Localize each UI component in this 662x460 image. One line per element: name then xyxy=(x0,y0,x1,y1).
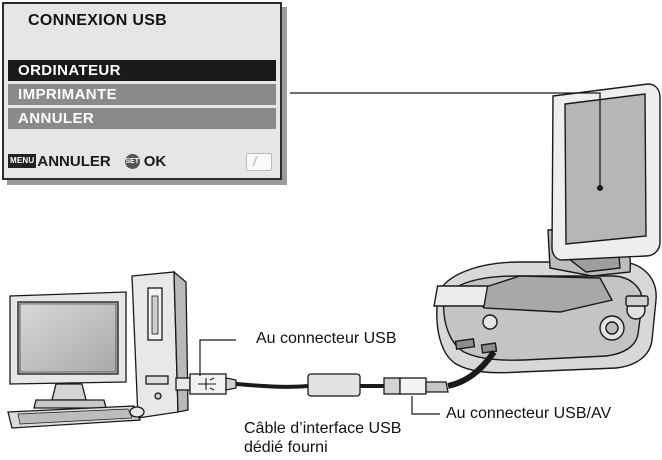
usb-connection-menu: CONNEXION USB ORDINATEUR IMPRIMANTE ANNU… xyxy=(2,2,282,180)
footer-cancel-label[interactable]: ANNULER xyxy=(37,152,111,170)
cable-label-line1: Câble d’interface USB xyxy=(244,420,402,437)
usb-connector-leader xyxy=(199,339,236,376)
menu-item-cancel[interactable]: ANNULER xyxy=(8,108,276,129)
usb-connector-label: Au connecteur USB xyxy=(256,330,397,347)
camcorder xyxy=(433,83,661,374)
usb-av-connector-leader xyxy=(411,396,440,415)
footer-ok-label[interactable]: OK xyxy=(143,152,167,170)
menu-item-printer[interactable]: IMPRIMANTE xyxy=(8,84,276,105)
menu-footer: MENU ANNULER SET OK xyxy=(8,148,276,174)
usb-cable xyxy=(175,350,497,397)
computer xyxy=(7,270,189,429)
menu-title: CONNEXION USB xyxy=(28,12,168,29)
leader-dot xyxy=(597,185,603,191)
menu-key-icon: MENU xyxy=(8,154,37,168)
battery-icon xyxy=(246,153,272,171)
callout-leaders xyxy=(199,339,440,415)
menu-leader-line xyxy=(290,92,601,188)
cable-label-line2: dédié fourni xyxy=(244,439,328,456)
set-key-icon: SET xyxy=(124,153,140,169)
menu-item-computer[interactable]: ORDINATEUR xyxy=(8,60,276,81)
usb-av-connector-label: Au connecteur USB/AV xyxy=(446,405,612,422)
